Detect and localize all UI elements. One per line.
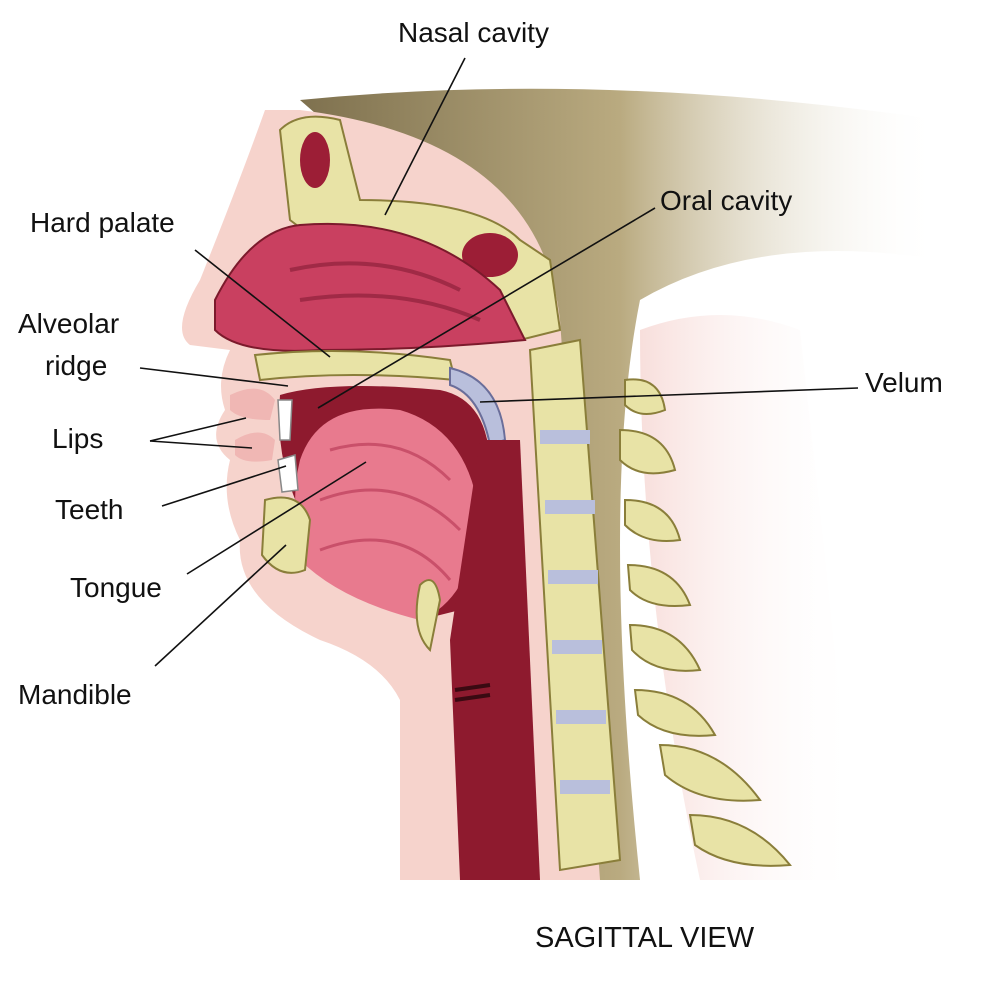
leader-nasal-cavity	[384, 57, 466, 216]
leader-tongue	[186, 461, 367, 575]
label-mandible: Mandible	[18, 679, 132, 710]
leader-alveolar-ridge	[139, 367, 289, 387]
caption-sagittal-view: SAGITTAL VIEW	[535, 922, 755, 954]
frontal-sinus	[300, 132, 330, 188]
epiglottis	[415, 579, 442, 653]
leader-hard-palate	[194, 249, 331, 358]
cervical-spine	[528, 338, 622, 872]
leader-teeth	[161, 465, 287, 507]
upper-lip	[230, 388, 275, 420]
label-nasal-cavity: Nasal cavity	[398, 17, 549, 48]
label-teeth: Teeth	[55, 494, 124, 525]
leader-velum	[479, 387, 859, 403]
nasal-cavity	[214, 222, 527, 352]
teeth	[277, 399, 299, 493]
neck-skin	[640, 315, 860, 880]
leader-mandible	[154, 544, 287, 667]
intervertebral-discs	[540, 430, 610, 794]
label-tongue: Tongue	[70, 572, 162, 603]
spinous-processes	[619, 378, 792, 867]
label-lips: Lips	[52, 423, 104, 454]
tongue	[295, 408, 480, 620]
label-hard-palate: Hard palate	[30, 207, 175, 238]
label-alveolar-ridge-line2: ridge	[45, 350, 108, 381]
label-alveolar-ridge-line1: Alveolar	[18, 308, 120, 339]
label-oral-cavity: Oral cavity	[660, 185, 793, 216]
pharynx	[450, 440, 540, 880]
leader-lines	[139, 57, 859, 667]
lower-lip	[235, 432, 275, 462]
leader-lips-upper	[149, 417, 247, 442]
leader-oral-cavity	[317, 207, 656, 409]
sphenoid-sinus	[462, 233, 518, 277]
label-velum: Velum	[865, 367, 943, 398]
mandible-bone	[260, 496, 312, 574]
head-shadow	[300, 88, 940, 880]
leader-lips-lower	[149, 440, 253, 449]
